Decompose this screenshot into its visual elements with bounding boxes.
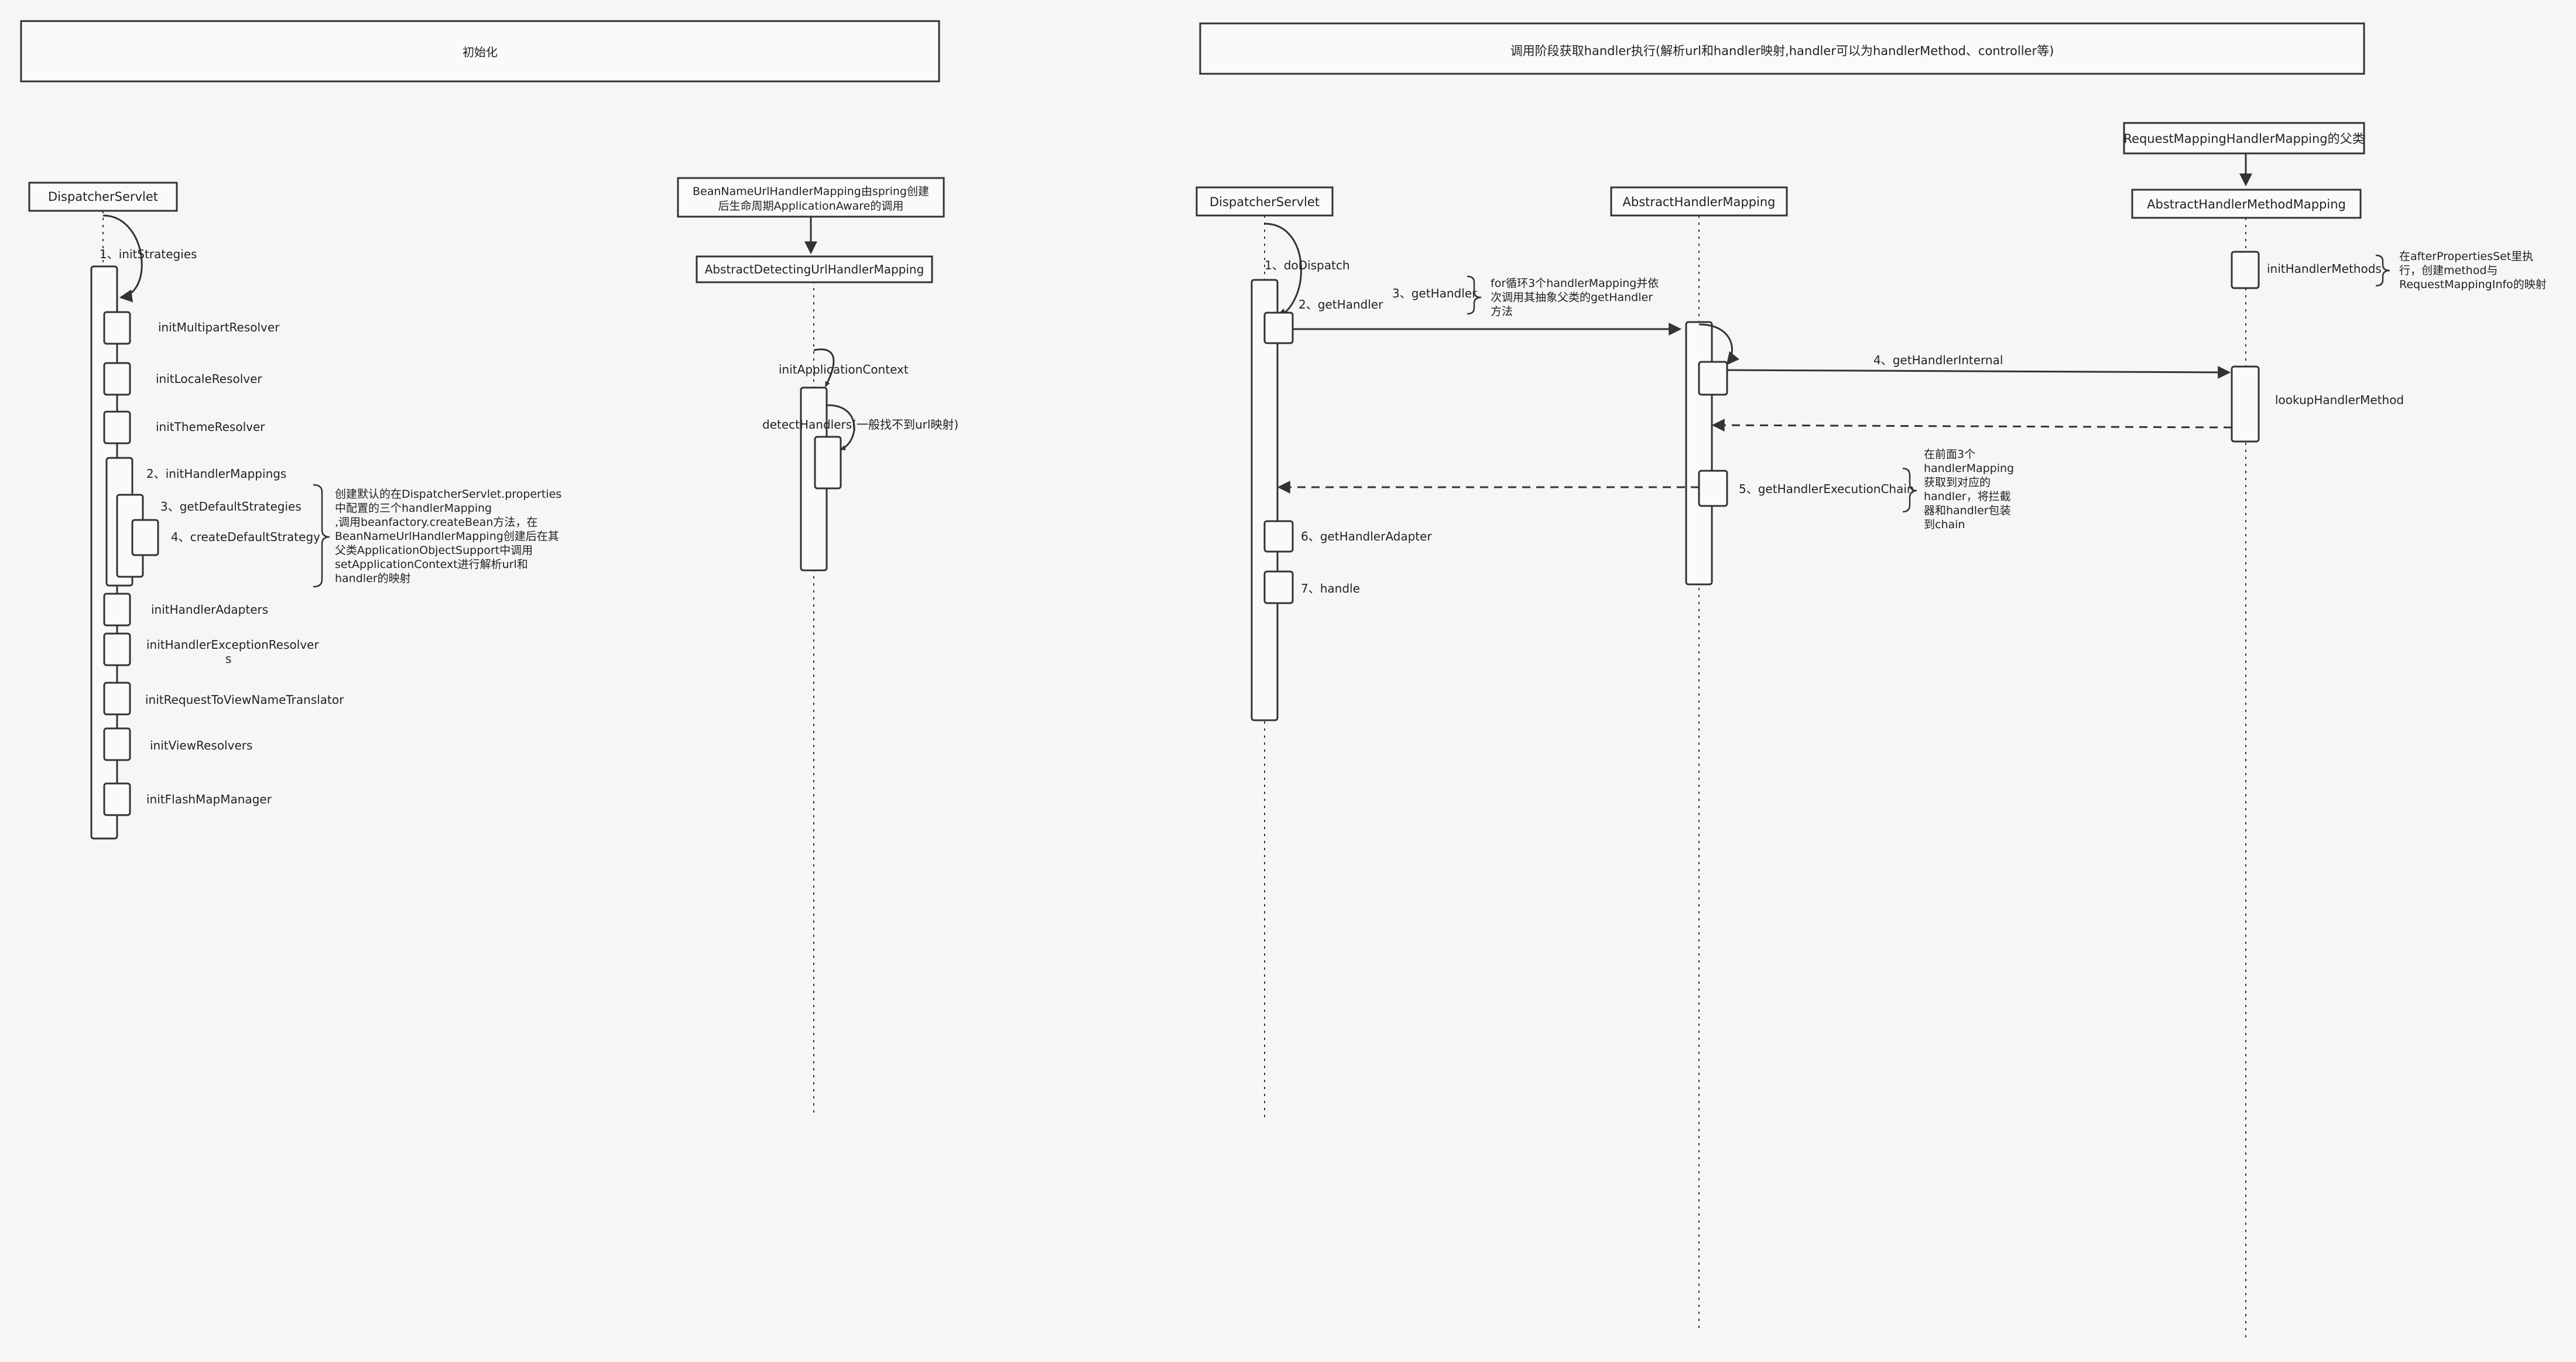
right-header-box <box>1199 22 2365 75</box>
get-execution-chain-activation <box>1698 470 1728 507</box>
left-diagram: 初始化 DispatcherServlet BeanNameUrlHandler… <box>20 20 958 1113</box>
init-theme-label: initThemeResolver <box>156 420 265 434</box>
left-note-brace <box>313 484 330 588</box>
get-handler-note-line-1: for循环3个handlerMapping并依 <box>1491 277 1659 290</box>
init-application-context-label: initApplicationContext <box>779 362 909 377</box>
chain-note-line-1: 在前面3个 <box>1924 448 1975 461</box>
do-dispatch-label: 1、doDispatch <box>1265 258 1350 272</box>
dispatcher-lifeline-head-left-label: DispatcherServlet <box>48 190 158 204</box>
abstract-method-mapping-head-label: AbstractHandlerMethodMapping <box>2147 197 2346 211</box>
init-strategies-self-call <box>102 214 143 303</box>
get-handler-self-activation <box>1263 312 1294 344</box>
init-multipart-label: initMultipartResolver <box>158 320 280 334</box>
init-methods-note-brace <box>2375 254 2390 287</box>
init-theme-activation <box>103 410 131 444</box>
init-exception-resolvers-activation <box>103 632 131 666</box>
init-methods-note-line-2: 行，创建method与 <box>2399 264 2498 277</box>
init-flash-map-activation <box>103 782 131 816</box>
do-dispatch-self-call <box>1264 223 1302 321</box>
dispatcher-lifeline-head-right-label: DispatcherServlet <box>1210 195 1320 209</box>
chain-note-brace <box>1902 467 1917 513</box>
get-handler-note-brace <box>1467 275 1482 315</box>
get-handler-note-line-2: 次调用其抽象父类的getHandler <box>1491 291 1653 304</box>
abstract-detecting-lifeline-head[interactable] <box>696 255 933 283</box>
get-handler-adapter-activation <box>1263 520 1294 553</box>
abstract-detecting-lifeline-head-label: AbstractDetectingUrlHandlerMapping <box>705 262 924 276</box>
abstract-handler-mapping-head-label: AbstractHandlerMapping <box>1623 195 1776 209</box>
handle-label: 7、handle <box>1301 581 1360 596</box>
init-locale-label: initLocaleResolver <box>156 372 262 386</box>
chain-note-line-2: handlerMapping <box>1924 462 2014 475</box>
init-locale-activation <box>103 362 131 396</box>
left-note-line-6: setApplicationContext进行解析url和 <box>335 558 528 571</box>
init-methods-note-line-1: 在afterPropertiesSet里执 <box>2399 250 2533 263</box>
init-handler-mappings-label: 2、initHandlerMappings <box>146 467 286 481</box>
detect-handlers-activation <box>814 436 842 490</box>
init-handler-methods-activation <box>2231 251 2260 289</box>
init-view-resolvers-label: initViewResolvers <box>150 738 252 752</box>
abstract-handler-mapping-head[interactable] <box>1610 186 1788 217</box>
bean-name-box-line2: 后生命周期ApplicationAware的调用 <box>718 200 904 213</box>
get-handler-note-line-3: 方法 <box>1491 305 1513 318</box>
get-handler-label: 3、getHandler <box>1392 286 1477 300</box>
init-methods-note-line-3: RequestMappingInfo的映射 <box>2399 278 2547 291</box>
abstract-method-mapping-head[interactable] <box>2131 189 2362 219</box>
handler-mapping-self-call <box>1698 323 1740 365</box>
left-header-title: 初始化 <box>463 45 498 59</box>
dispatcher-lifeline-head-left[interactable] <box>28 182 178 212</box>
init-strategies-label: 1、initStrategies <box>100 247 197 261</box>
right-header-title: 调用阶段获取handler执行(解析url和handler映射,handler可… <box>1510 44 2054 58</box>
left-note-line-4: BeanNameUrlHandlerMapping创建后在其 <box>335 530 559 543</box>
chain-note-line-5: 器和handler包装 <box>1924 504 2011 517</box>
init-exception-resolvers-label-1: initHandlerExceptionResolver <box>146 638 319 652</box>
get-handler-internal-label: 4、getHandlerInternal <box>1873 353 2003 367</box>
init-exception-resolvers-label-2: s <box>225 652 231 666</box>
init-application-context-self-call <box>813 348 835 387</box>
init-multipart-activation <box>103 311 131 345</box>
get-handler-internal-activation <box>1698 361 1728 396</box>
get-execution-chain-label: 5、getHandlerExecutionChain <box>1739 482 1914 496</box>
init-flash-map-label: initFlashMapManager <box>146 792 272 806</box>
get-handler-internal-message <box>1727 365 2231 379</box>
left-note-line-5: 父类ApplicationObjectSupport中调用 <box>335 544 533 557</box>
chain-note-line-3: 获取到对应的 <box>1924 476 1991 489</box>
lookup-handler-method-label: lookupHandlerMethod <box>2275 393 2404 407</box>
handle-activation <box>1263 570 1294 604</box>
left-note-line-1: 创建默认的在DispatcherServlet.properties <box>335 488 561 501</box>
right-diagram: 调用阶段获取handler执行(解析url和handler映射,handler可… <box>1195 22 2547 1341</box>
chain-note-line-4: handler，将拦截 <box>1924 490 2011 503</box>
get-default-strategies-label: 3、getDefaultStrategies <box>160 499 302 514</box>
detect-handlers-self-call <box>826 404 855 451</box>
init-view-resolvers-activation <box>103 727 131 761</box>
init-view-name-translator-label: initRequestToViewNameTranslator <box>145 693 344 707</box>
bottom-right-corner <box>2412 1341 2564 1355</box>
lookup-return-message <box>1711 419 2232 432</box>
get-handler-self-label: 2、getHandler <box>1299 297 1383 312</box>
dispatcher-activation-right <box>1251 279 1279 721</box>
create-default-strategy-label: 4、createDefaultStrategy <box>171 530 320 544</box>
left-note-line-2: 中配置的三个handlerMapping <box>335 502 492 515</box>
dispatcher-lifeline-head-right[interactable] <box>1195 186 1334 217</box>
get-handler-adapter-label: 6、getHandlerAdapter <box>1301 529 1432 543</box>
detect-handlers-label: detectHandlers(一般找不到url映射) <box>762 418 958 432</box>
chain-note-line-6: 到chain <box>1924 518 1965 531</box>
init-handler-adapters-label: initHandlerAdapters <box>151 603 268 617</box>
parent-class-box[interactable] <box>2123 122 2365 155</box>
left-note-line-7: handler的映射 <box>335 572 411 585</box>
bean-name-box-line1: BeanNameUrlHandlerMapping由spring创建 <box>693 185 929 198</box>
lookup-handler-method-activation <box>2231 365 2260 443</box>
left-header-box <box>20 20 940 83</box>
init-handler-adapters-activation <box>103 593 131 627</box>
init-view-name-translator-activation <box>103 682 131 716</box>
parent-class-box-label: RequestMappingHandlerMapping的父类 <box>2123 132 2364 146</box>
create-default-strategy-activation <box>131 519 159 556</box>
left-note-line-3: ,调用beanfactory.createBean方法，在 <box>335 516 537 529</box>
init-handler-methods-label: initHandlerMethods <box>2267 262 2382 276</box>
